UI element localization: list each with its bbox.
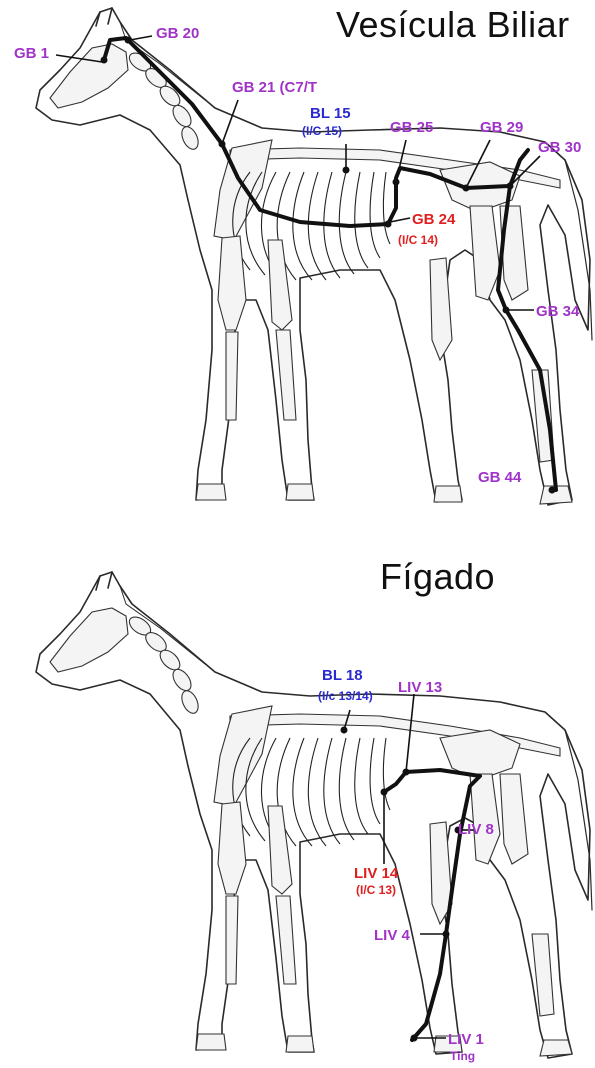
label-liv1: LIV 1: [448, 1031, 484, 1048]
label-gb1: GB 1: [14, 45, 49, 62]
label-bl18: BL 18: [322, 667, 363, 684]
label-gb25: GB 25: [390, 119, 433, 136]
label-gb24: GB 24: [412, 211, 456, 228]
liver-panel: Fígado: [0, 534, 595, 1068]
label-liv13: LIV 13: [398, 679, 442, 696]
hooves: [196, 484, 572, 504]
label-liv1-sub: Ting: [450, 1049, 475, 1063]
label-liv4: LIV 4: [374, 927, 411, 944]
label-bl18-sub: (I/c 13/14): [318, 689, 373, 703]
hindlimb-bones: [430, 774, 554, 1016]
label-gb44: GB 44: [478, 469, 522, 486]
label-liv14-sub: (I/C 13): [356, 883, 396, 897]
scapula: [214, 706, 272, 806]
label-gb30: GB 30: [538, 139, 581, 156]
skull: [50, 44, 128, 108]
label-bl15: BL 15: [310, 105, 351, 122]
skull: [50, 608, 128, 672]
label-gb20: GB 20: [156, 25, 199, 42]
horse-skeleton-figure: BL 18 (I/c 13/14) LIV 13 LIV 8 LIV 14 (I…: [0, 534, 595, 1068]
hindlimb-bones: [430, 206, 554, 462]
label-liv14: LIV 14: [354, 865, 399, 882]
label-gb29: GB 29: [480, 119, 523, 136]
hooves: [196, 1034, 572, 1056]
label-bl15-sub: (I/C 15): [302, 124, 342, 138]
horse-skeleton-figure: GB 1 GB 20 GB 21 (C7/T BL 15 (I/C 15) GB…: [0, 0, 595, 534]
label-liv8: LIV 8: [458, 821, 494, 838]
label-gb34: GB 34: [536, 303, 580, 320]
scapula: [214, 140, 272, 240]
label-gb21: GB 21 (C7/T: [232, 79, 317, 96]
gallbladder-panel: Vesícula Biliar: [0, 0, 595, 534]
label-gb24-sub: (I/C 14): [398, 233, 438, 247]
